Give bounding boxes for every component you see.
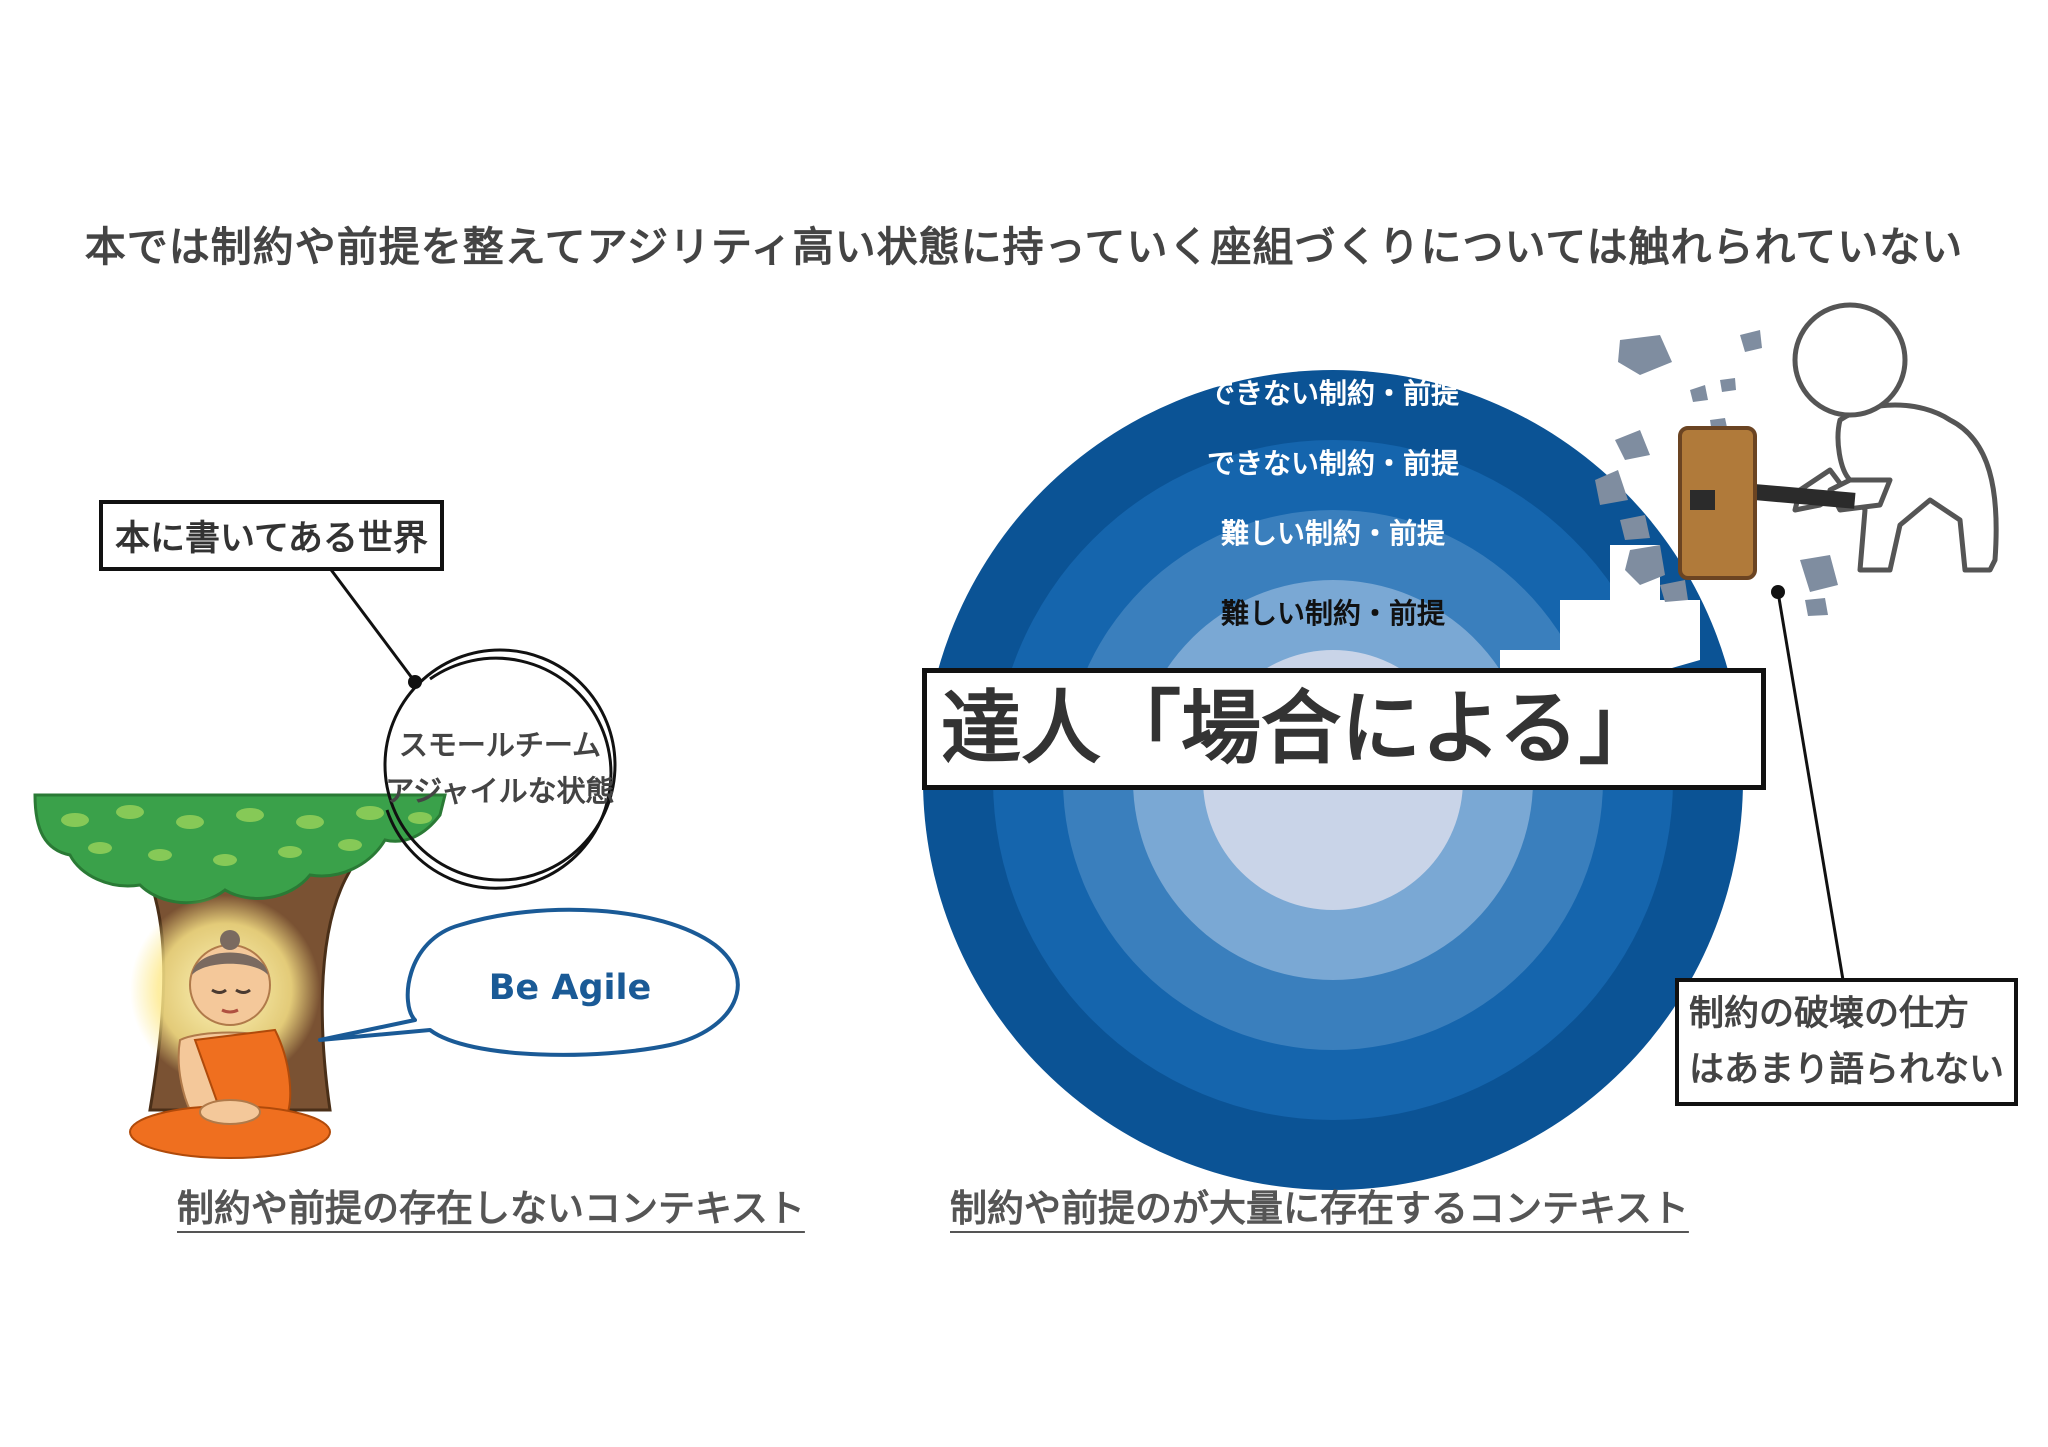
ring-label-3: 難しい制約・前提 xyxy=(1220,517,1445,550)
rubble xyxy=(1595,330,1838,616)
thought-line-1: スモールチーム xyxy=(398,728,602,762)
thought-line-2: アジャイルな状態 xyxy=(385,774,615,808)
destruction-line-1: 制約の破壊の仕方 xyxy=(1689,994,1970,1034)
speech-bubble xyxy=(318,907,740,1057)
headline: 本では制約や前提を整えてアジリティ高い状態に持っていく座組づくりについては触れら… xyxy=(84,223,1964,271)
master-quote-banner: 達人「場合による」 xyxy=(922,668,1766,790)
right-caption: 制約や前提のが大量に存在するコンテキスト xyxy=(950,1187,1689,1230)
thought-bubble xyxy=(318,554,617,882)
person-outline xyxy=(1792,302,1999,573)
tree-canopy xyxy=(33,793,447,905)
destruction-method-label: 制約の破壊の仕方 はあまり語られない xyxy=(1675,978,2019,1106)
be-agile-text: Be Agile xyxy=(488,968,652,1008)
canopy-leaves xyxy=(61,805,432,866)
hammer xyxy=(1678,426,1856,580)
hammer-pointer xyxy=(1771,585,1845,981)
thought-bubble-text: スモールチーム アジャイルな状態 xyxy=(370,722,630,814)
ring-label-2: できない制約・前提 xyxy=(1206,447,1459,480)
hammer-man-illustration xyxy=(1595,302,1999,616)
left-caption: 制約や前提の存在しないコンテキスト xyxy=(177,1187,805,1230)
ring-label-1: できない制約・前提 xyxy=(1206,377,1459,410)
ring-label-4: 難しい制約・前提 xyxy=(1220,597,1445,630)
buddha-illustration xyxy=(129,895,331,1159)
book-world-label: 本に書いてある世界 xyxy=(99,500,444,571)
destruction-line-2: はあまり語られない xyxy=(1689,1050,2005,1090)
